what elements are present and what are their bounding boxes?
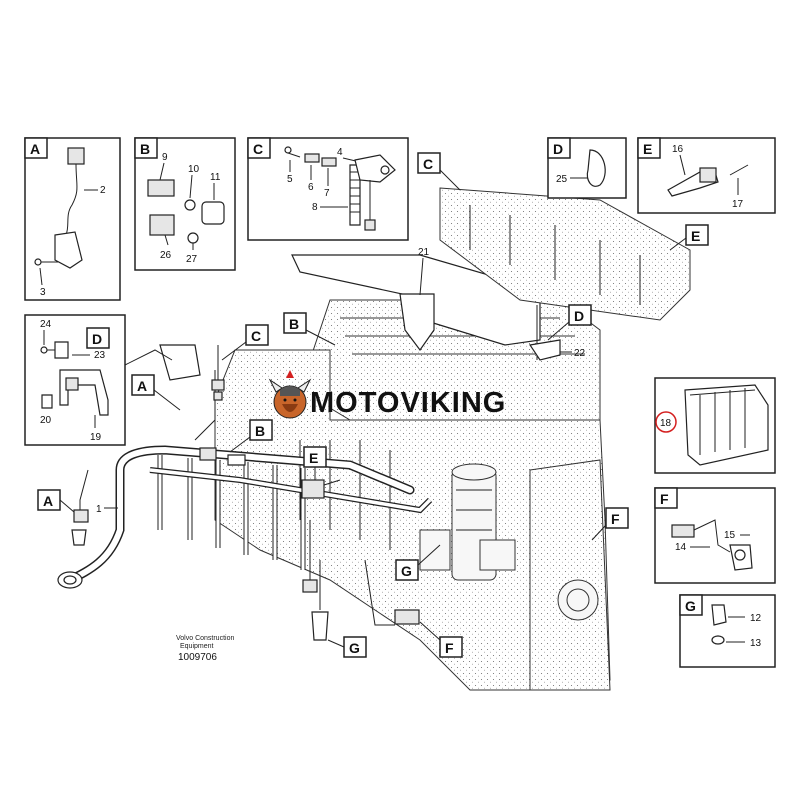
callout-26: 26 [160, 250, 172, 261]
detail-box-c: C 5 6 7 8 4 [247, 137, 409, 241]
callout-6: 6 [308, 182, 314, 193]
dipstick-rod [528, 305, 561, 361]
pointer-f-right: F [611, 511, 620, 527]
box-letter-d: D [553, 141, 563, 157]
callout-3: 3 [40, 287, 46, 298]
box-letter-f: F [660, 491, 669, 507]
box-letter-c: C [253, 141, 263, 157]
detail-box-d: D 25 [547, 137, 627, 199]
callout-16: 16 [672, 144, 684, 155]
pointer-c-top: C [423, 156, 433, 172]
box-letter-e: E [643, 141, 652, 157]
callout-25: 25 [556, 174, 568, 185]
callout-20: 20 [40, 415, 52, 426]
detail-box-e: E 16 17 [637, 137, 776, 214]
callout-18: 18 [660, 418, 672, 429]
detail-box-a: A 2 3 [24, 137, 121, 301]
pointer-b-lower: B [255, 423, 265, 439]
callout-23: 23 [94, 350, 106, 361]
pointer-f-lower: F [445, 640, 454, 656]
pointer-b-engine: B [289, 316, 299, 332]
pointer-g-mid: G [401, 563, 412, 579]
callout-15: 15 [724, 530, 736, 541]
callout-9: 9 [162, 152, 168, 163]
detail-box-b: B 9 10 11 26 27 [134, 137, 236, 271]
doc-number: 1009706 [178, 652, 217, 663]
callout-10: 10 [188, 164, 200, 175]
detail-box-18: 18 [654, 377, 776, 474]
pointer-e-top: E [691, 228, 700, 244]
callout-8: 8 [312, 202, 318, 213]
callout-27: 27 [186, 254, 198, 265]
pointer-letters: C E 21 B C D 22 A B E A [37, 152, 709, 658]
callout-4: 4 [337, 147, 343, 158]
wiring-harness [57, 370, 433, 641]
pointer-g-lower: G [349, 640, 360, 656]
pointer-a-left: A [43, 493, 53, 509]
callout-14: 14 [675, 542, 687, 553]
callout-1: 1 [96, 504, 102, 515]
figure-caption: Volvo Construction Equipment 1009706 [176, 635, 234, 663]
box-letter-b: B [140, 141, 150, 157]
intake-manifold [439, 187, 691, 321]
callout-24: 24 [40, 319, 52, 330]
pointer-c-left: C [251, 328, 261, 344]
box-letter-a: A [30, 141, 40, 157]
callout-7: 7 [324, 188, 330, 199]
callout-12: 12 [750, 613, 762, 624]
sensor-c-mounted [159, 344, 225, 401]
callout-17: 17 [732, 199, 744, 210]
viking-logo [268, 370, 312, 419]
detail-box-f: F 15 14 [654, 487, 776, 584]
callout-11: 11 [210, 172, 221, 183]
pointer-d-right: D [574, 308, 584, 324]
callout-19: 19 [90, 432, 102, 443]
brand-name: MOTOVIKING [310, 387, 506, 419]
box-letter-d-left: D [92, 331, 102, 347]
callout-13: 13 [750, 638, 762, 649]
callout-5: 5 [287, 174, 293, 185]
pointer-e-mid: E [309, 450, 318, 466]
detail-box-bracket: 24 D 23 20 19 [24, 314, 173, 446]
highlight-circle [655, 411, 677, 433]
top-bracket-21 [291, 254, 541, 352]
motoviking-watermark: MOTOVIKING [268, 370, 506, 419]
callout-22: 22 [574, 348, 586, 359]
detail-box-g: G 12 13 [679, 594, 776, 668]
caption-line-1: Volvo Construction [176, 635, 234, 642]
callout-21: 21 [418, 247, 430, 258]
callout-2: 2 [100, 185, 106, 196]
pointer-a-engine: A [137, 378, 147, 394]
box-letter-g: G [685, 598, 696, 614]
caption-line-2: Equipment [180, 643, 214, 650]
